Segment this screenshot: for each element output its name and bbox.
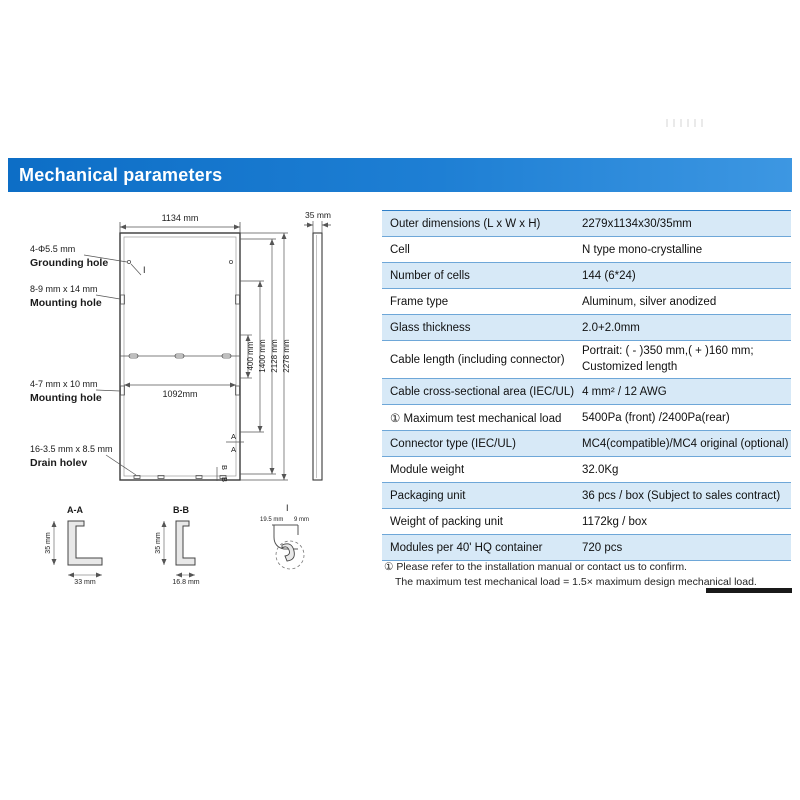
spec-value: 32.0Kg	[582, 463, 619, 476]
grounding-hole-spec: 4-Φ5.5 mm	[30, 244, 75, 254]
mounting-hole-1-spec: 8-9 mm x 14 mm	[30, 284, 98, 294]
side-view	[304, 221, 331, 481]
spec-value: 1172kg / box	[582, 515, 648, 528]
drain-hole-name: Drain holev	[30, 457, 87, 469]
dim-400-label: 400 mm	[246, 341, 255, 370]
spec-label: ① Maximum test mechanical load	[390, 412, 562, 425]
detail-i-label: I	[286, 503, 289, 513]
dim-2128-label: 2128 mm	[270, 339, 279, 373]
spec-label: Glass thickness	[390, 321, 471, 334]
section-bb: B-B 35 mm 16.8 mm	[155, 505, 200, 586]
dim-inner-width-label: 1092mm	[162, 389, 197, 399]
detail-i: I 19.5 mm 9 mm	[260, 503, 309, 570]
hole-labels: 4-Φ5.5 mm Grounding hole 8-9 mm x 14 mm …	[30, 244, 113, 469]
drain-hole-spec: 16-3.5 mm x 8.5 mm	[30, 444, 113, 454]
dim-side-width-label: 35 mm	[305, 210, 331, 220]
spec-value: 144 (6*24)	[582, 269, 636, 282]
dims-vertical	[240, 232, 288, 481]
spec-label: Frame type	[390, 295, 449, 308]
section-aa-width: 33 mm	[74, 579, 96, 586]
spec-row: Packaging unit 36 pcs / box (Subject to …	[382, 483, 791, 510]
spec-value: Portrait: ( - )350 mm,( + )160 mm; Custo…	[582, 345, 754, 373]
spec-row: Cell N type mono-crystalline	[382, 237, 791, 263]
spec-value: 4 mm² / 12 AWG	[582, 385, 667, 398]
spec-row: Frame type Aluminum, silver anodized	[382, 289, 791, 315]
spec-row: Number of cells 144 (6*24)	[382, 263, 791, 289]
spec-label: Packaging unit	[390, 489, 466, 502]
spec-value: 720 pcs	[582, 541, 623, 554]
spec-value: 2279x1134x30/35mm	[582, 217, 692, 230]
faint-print-artifact	[666, 119, 706, 127]
spec-row: Outer dimensions (L x W x H) 2279x1134x3…	[382, 211, 791, 237]
spec-label: Weight of packing unit	[390, 515, 503, 528]
section-aa-label: A-A	[67, 505, 83, 515]
detail-i-dim1: 19.5 mm	[260, 517, 283, 523]
dim-2278-label: 2278 mm	[282, 339, 291, 373]
spec-label: Connector type (IEC/UL)	[390, 437, 516, 450]
dim-1400-label: 1400 mm	[258, 339, 267, 373]
section-bb-label: B-B	[173, 505, 189, 515]
grounding-hole-name: Grounding hole	[30, 257, 108, 269]
spec-row: Modules per 40' HQ container 720 pcs	[382, 535, 791, 562]
spec-row: Cable cross-sectional area (IEC/UL) 4 mm…	[382, 379, 791, 406]
spec-label: Cable length (including connector)	[390, 353, 565, 366]
spec-value: MC4(compatible)/MC4 original (optional)	[582, 437, 789, 450]
page-edge-bar	[706, 588, 792, 593]
spec-label: Number of cells	[390, 269, 470, 282]
panel-drawing-svg: 1134 mm 35 mm	[30, 210, 331, 586]
section-title: Mechanical parameters	[19, 164, 223, 185]
dim-top-width	[119, 222, 241, 233]
section-b-marker: B	[220, 465, 229, 470]
footnote-line-2: The maximum test mechanical load = 1.5× …	[395, 576, 757, 589]
spec-value: 36 pcs / box (Subject to sales contract)	[582, 489, 781, 502]
spec-label: Cell	[390, 243, 410, 256]
spec-value: Aluminum, silver anodized	[582, 295, 717, 308]
section-header: Mechanical parameters	[8, 158, 792, 192]
spec-label: Modules per 40' HQ container	[390, 541, 543, 554]
section-b-marker: B	[220, 477, 229, 482]
spec-value: 2.0+2.0mm	[582, 321, 640, 334]
spec-row: Module weight 32.0Kg	[382, 457, 791, 484]
spec-row: Glass thickness 2.0+2.0mm	[382, 315, 791, 341]
mounting-hole-1-name: Mounting hole	[30, 297, 102, 309]
section-cut-lines	[216, 441, 244, 481]
section-aa-height: 35 mm	[45, 532, 52, 554]
section-bb-height: 35 mm	[155, 532, 162, 554]
spec-value: 5400Pa (front) /2400Pa(rear)	[582, 411, 730, 424]
spec-label: Module weight	[390, 463, 465, 476]
section-bb-width: 16.8 mm	[172, 579, 199, 586]
spec-label: Cable cross-sectional area (IEC/UL)	[390, 385, 575, 398]
spec-label: Outer dimensions (L x W x H)	[390, 217, 541, 230]
leader-lines	[83, 254, 142, 476]
mounting-hole-2-name: Mounting hole	[30, 392, 102, 404]
detail-i-marker: I	[143, 265, 146, 275]
front-view	[119, 232, 241, 481]
section-a-marker: A	[231, 432, 236, 441]
detail-i-dim2: 9 mm	[294, 517, 309, 523]
mounting-hole-2-spec: 4-7 mm x 10 mm	[30, 379, 98, 389]
mechanical-drawing: 1134 mm 35 mm	[10, 205, 382, 597]
spec-row: Connector type (IEC/UL) MC4(compatible)/…	[382, 431, 791, 458]
spec-row: ① Maximum test mechanical load 5400Pa (f…	[382, 405, 791, 432]
spec-table: Outer dimensions (L x W x H) 2279x1134x3…	[382, 210, 791, 562]
footnote: ① Please refer to the installation manua…	[384, 560, 757, 590]
section-markers: A A B B	[220, 432, 236, 482]
spec-value: N type mono-crystalline	[582, 243, 703, 256]
spec-row: Cable length (including connector) Portr…	[382, 341, 791, 380]
section-aa: A-A 35 mm 33 mm	[45, 505, 103, 586]
dim-top-width-label: 1134 mm	[162, 213, 199, 223]
footnote-line-1: ① Please refer to the installation manua…	[384, 561, 687, 573]
spec-row: Weight of packing unit 1172kg / box	[382, 509, 791, 536]
section-a-marker: A	[231, 445, 236, 454]
